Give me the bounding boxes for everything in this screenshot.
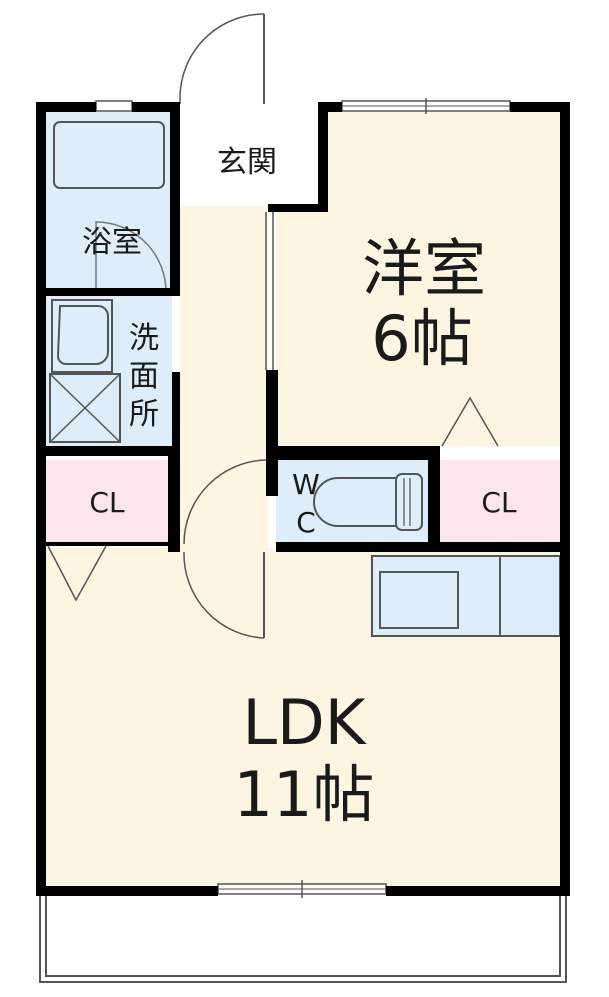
- wc-label-c: C: [296, 506, 316, 539]
- closet-left-floor: [46, 460, 168, 542]
- western-room-sliding-door: [265, 212, 274, 370]
- washroom-label-1: 洗: [129, 321, 159, 356]
- closet-left-door: [47, 545, 107, 602]
- entrance-door: [179, 13, 265, 104]
- ldk-door: [183, 551, 265, 639]
- closet-right-floor: [440, 460, 560, 542]
- hallway-floor: [180, 206, 268, 550]
- entrance-floor: [180, 112, 318, 206]
- wash-basin: [51, 299, 113, 373]
- closet-right-label: CL: [481, 486, 517, 519]
- toilet: [313, 473, 423, 531]
- window-top: [341, 98, 511, 114]
- western-room-size: 6帖: [371, 302, 472, 375]
- closet-left-label: CL: [89, 486, 125, 519]
- bathtub: [53, 121, 165, 189]
- washroom-label-2: 面: [129, 359, 159, 394]
- washing-machine-space: [49, 373, 121, 443]
- bathroom-label: 浴室: [82, 225, 142, 260]
- entrance-label: 玄関: [217, 145, 277, 180]
- washroom-label-3: 所: [129, 397, 159, 432]
- walls: [36, 102, 570, 896]
- bathroom-door: [95, 221, 167, 293]
- balcony: [39, 896, 567, 983]
- hallway-door: [183, 459, 269, 545]
- ldk-name: LDK: [243, 686, 367, 759]
- closet-right-door: [441, 396, 499, 447]
- wc-label-w: W: [292, 468, 320, 501]
- western-room-name: 洋室: [362, 232, 486, 305]
- ldk-size: 11帖: [234, 758, 375, 831]
- window-bath: [95, 100, 133, 112]
- kitchen-counter: [371, 555, 561, 637]
